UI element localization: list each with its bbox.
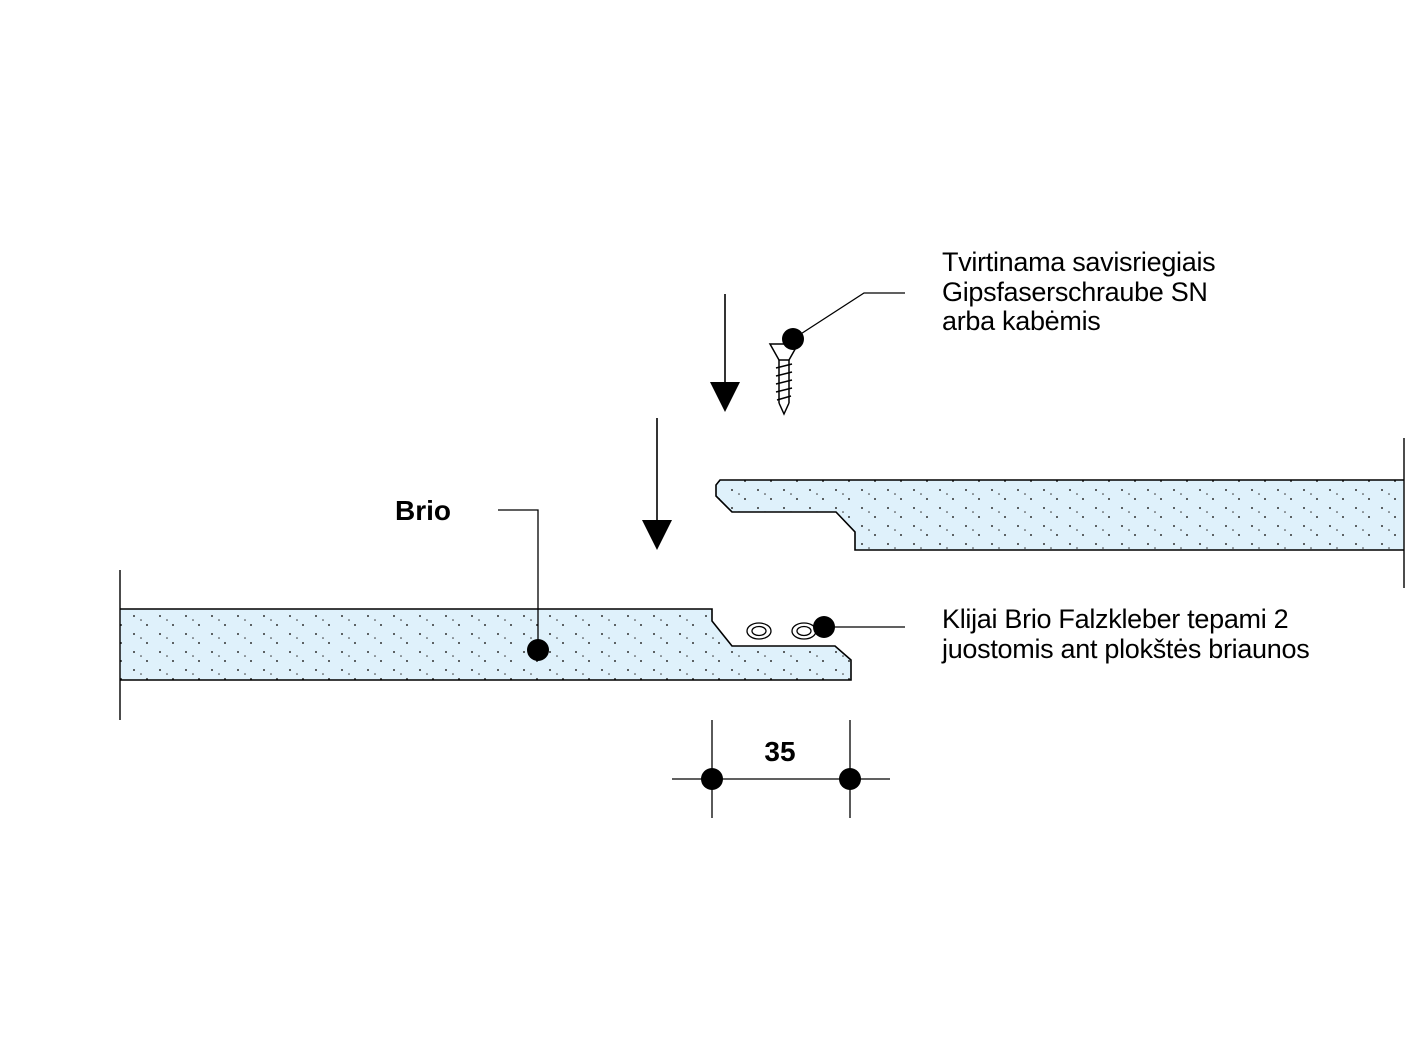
glue-note-line-1: Klijai Brio Falzkleber tepami 2 <box>942 604 1288 634</box>
screw-leader-dot <box>782 328 804 350</box>
board-label: Brio <box>395 495 451 526</box>
glue-bead-icon-2 <box>791 622 817 640</box>
board-leader-line <box>498 509 539 650</box>
upper-board <box>715 438 1405 588</box>
upper-board-outline <box>715 479 1404 551</box>
glue-leader-dot <box>813 616 835 638</box>
board-leader-dot <box>527 639 549 661</box>
upper-board-texture <box>716 480 1404 550</box>
lower-board <box>119 570 852 720</box>
dimension-label: 35 <box>764 736 795 767</box>
glue-bead-icon-1 <box>746 622 772 640</box>
lower-board-texture <box>120 609 851 680</box>
screw-icon <box>768 343 800 416</box>
screw-note-line-2: Gipsfaserschraube SN <box>942 277 1208 307</box>
screw-leader-line <box>792 292 905 340</box>
dimension-marker <box>672 720 890 818</box>
screw-note-line-3: arba kabėmis <box>942 306 1100 336</box>
glue-note-line-2: juostomis ant plokštės briaunos <box>941 634 1309 664</box>
arrow-down-icon-upper <box>710 294 740 412</box>
screw-note-line-1: Tvirtinama savisriegiais <box>942 247 1215 277</box>
lower-board-outline <box>120 608 852 681</box>
arrow-down-icon-lower <box>642 418 672 550</box>
